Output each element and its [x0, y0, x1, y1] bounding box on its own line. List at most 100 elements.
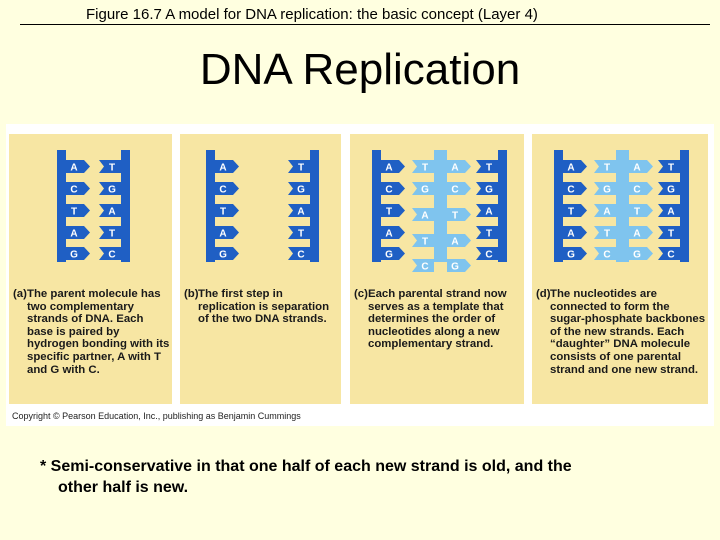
base-left-0 [66, 160, 90, 173]
base-right-3-letter: T [298, 229, 304, 240]
daughter-1-base-right-2-letter: A [485, 207, 492, 218]
daughter-1-left-strand [620, 150, 629, 262]
daughter-0-base-right-3 [412, 234, 434, 247]
base-right-2 [99, 204, 121, 217]
daughter-1-base-left-1 [447, 182, 471, 195]
base-left-3-letter: A [219, 229, 226, 240]
base-left-3 [66, 226, 90, 239]
left-parent-strand [206, 150, 215, 262]
daughter-0-left-strand [554, 150, 563, 262]
base-right-2-letter: A [108, 207, 115, 218]
base-left-0-letter: A [219, 163, 226, 174]
daughter-1-base-left-0-letter: A [633, 163, 640, 174]
daughter-1-base-right-4 [476, 247, 498, 260]
base-left-2-letter: T [71, 207, 77, 218]
daughter-1-base-right-1-letter: G [485, 185, 493, 196]
daughter-0-base-right-4 [594, 247, 616, 260]
daughter-1-base-left-0-letter: A [451, 163, 458, 174]
base-left-1-letter: C [219, 185, 226, 196]
panel-b-label: (b) [184, 288, 199, 300]
daughter-1-right-strand [498, 150, 507, 262]
base-left-0 [215, 160, 239, 173]
daughter-0-base-right-2 [594, 204, 616, 217]
base-right-0 [288, 160, 310, 173]
daughter-0-base-left-4-letter: G [567, 250, 575, 261]
daughter-0-base-left-3 [563, 226, 587, 239]
daughter-0-base-right-4-letter: C [603, 250, 610, 261]
base-left-4 [66, 247, 90, 260]
daughter-0-base-right-3 [594, 226, 616, 239]
daughter-0-base-left-3-letter: A [385, 229, 392, 240]
daughter-1-base-left-3 [447, 234, 471, 247]
daughter-1-base-right-3-letter: T [668, 229, 674, 240]
daughter-0-base-left-2-letter: T [386, 207, 392, 218]
daughter-1-base-left-1-letter: C [633, 185, 640, 196]
panel-a-label: (a) [13, 288, 27, 300]
base-left-1 [215, 182, 239, 195]
daughter-1-base-right-2 [476, 204, 498, 217]
daughter-0-base-right-0-letter: T [604, 163, 610, 174]
daughter-0-base-left-1-letter: C [385, 185, 392, 196]
daughter-1-base-left-1 [629, 182, 653, 195]
daughter-0-base-right-1-letter: G [603, 185, 611, 196]
base-left-2 [215, 204, 239, 217]
daughter-0-base-left-3 [381, 226, 405, 239]
daughter-0-base-right-0-letter: T [422, 163, 428, 174]
daughter-0-base-right-1-letter: G [421, 185, 429, 196]
daughter-1-left-strand [438, 150, 447, 262]
daughter-0-base-right-4 [412, 259, 434, 272]
daughter-0-base-right-0 [412, 160, 434, 173]
daughter-1-base-left-2 [629, 204, 653, 217]
daughter-0-base-right-1 [594, 182, 616, 195]
daughter-0-base-left-2-letter: T [568, 207, 574, 218]
daughter-1-base-right-0-letter: T [668, 163, 674, 174]
daughter-1-base-left-2 [447, 208, 471, 221]
base-right-2-letter: A [297, 207, 304, 218]
base-right-0 [99, 160, 121, 173]
daughter-1-base-left-3-letter: A [633, 229, 640, 240]
left-parent-strand [57, 150, 66, 262]
base-left-2-letter: T [220, 207, 226, 218]
daughter-0-base-left-4 [381, 247, 405, 260]
daughter-1-base-right-4-letter: C [667, 250, 674, 261]
base-left-4-letter: G [70, 250, 78, 261]
daughter-1-base-right-4-letter: C [485, 250, 492, 261]
base-right-1-letter: G [297, 185, 305, 196]
daughter-1-base-left-4 [447, 259, 471, 272]
daughter-1-base-left-4-letter: G [451, 262, 459, 273]
panel-b-text: The first step in replication is separat… [198, 288, 330, 326]
daughter-1-base-right-3-letter: T [486, 229, 492, 240]
daughter-1-base-right-0-letter: T [486, 163, 492, 174]
daughter-0-base-left-2 [563, 204, 587, 217]
daughter-0-base-left-0-letter: A [385, 163, 392, 174]
daughter-0-left-strand [372, 150, 381, 262]
base-left-0-letter: A [70, 163, 77, 174]
daughter-0-base-right-3-letter: T [422, 237, 428, 248]
daughter-1-base-right-2-letter: A [667, 207, 674, 218]
base-left-1 [66, 182, 90, 195]
daughter-1-base-left-4 [629, 247, 653, 260]
daughter-0-base-left-1 [381, 182, 405, 195]
base-right-3 [99, 226, 121, 239]
daughter-0-base-left-4 [563, 247, 587, 260]
daughter-0-base-left-0 [563, 160, 587, 173]
daughter-1-base-left-1-letter: C [451, 185, 458, 196]
base-left-4-letter: G [219, 250, 227, 261]
base-right-1 [288, 182, 310, 195]
daughter-1-base-left-4-letter: G [633, 250, 641, 261]
daughter-1-base-right-4 [658, 247, 680, 260]
base-left-1-letter: C [70, 185, 77, 196]
daughter-1-base-right-1 [476, 182, 498, 195]
base-right-4 [99, 247, 121, 260]
daughter-0-base-left-3-letter: A [567, 229, 574, 240]
copyright-notice: Copyright © Pearson Education, Inc., pub… [12, 411, 301, 421]
daughter-1-base-right-3 [476, 226, 498, 239]
daughter-1-base-left-2-letter: T [452, 211, 458, 222]
base-left-3 [215, 226, 239, 239]
